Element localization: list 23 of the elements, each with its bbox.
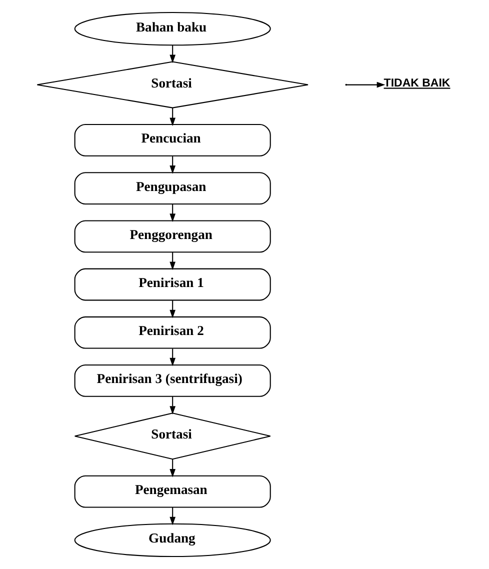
arrow <box>169 348 176 366</box>
node-ellipse: Bahan baku <box>74 12 270 46</box>
node-box: Penggorengan <box>74 220 270 253</box>
node-box: Pengemasan <box>74 475 270 508</box>
node-box: Pengupasan <box>74 172 270 205</box>
node-box: Penirisan 2 <box>74 316 270 349</box>
arrow <box>169 507 176 526</box>
node-box: Penirisan 3 (sentrifugasi) <box>74 364 270 397</box>
node-diamond: Sortasi <box>74 412 270 460</box>
arrow <box>169 252 176 270</box>
node-box: Penirisan 1 <box>74 268 270 301</box>
arrow <box>346 82 385 88</box>
arrow <box>169 108 176 126</box>
node-diamond: Sortasi <box>36 61 308 108</box>
node-box: Pencucian <box>74 124 270 156</box>
arrow <box>169 396 176 414</box>
arrow <box>169 156 176 174</box>
node-ellipse: Gudang <box>74 523 270 558</box>
node-text: TIDAK BAIK <box>383 78 450 90</box>
arrow <box>169 459 176 478</box>
arrow <box>169 300 176 318</box>
arrow <box>169 204 176 222</box>
arrow <box>169 45 176 64</box>
